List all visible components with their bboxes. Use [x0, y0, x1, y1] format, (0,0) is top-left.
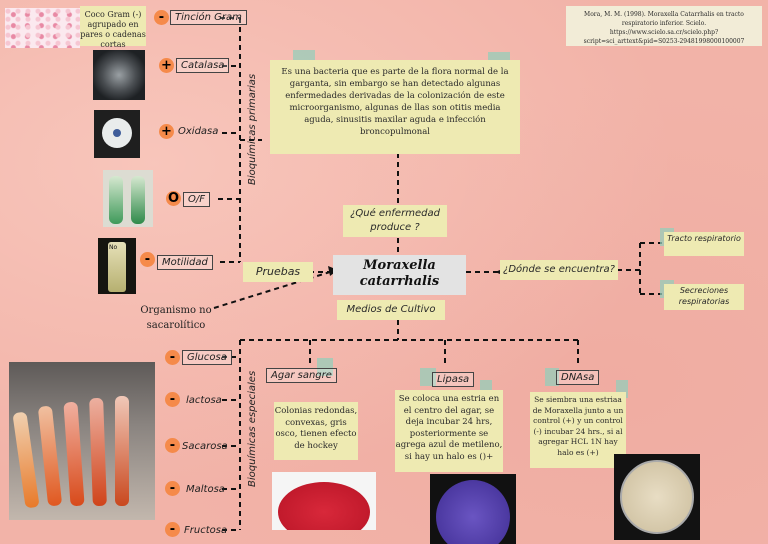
- citation-note: Mora, M. M. (1998). Moraxella Catarrhali…: [566, 6, 762, 46]
- agar-sangre-image: [272, 472, 376, 530]
- test-fructosa: Fructosa: [184, 525, 228, 536]
- gram-stain-image: [5, 8, 80, 48]
- donde-item-1: Secreciones respiratorias: [664, 284, 744, 310]
- test-of: O/F: [183, 192, 210, 207]
- donde-item-0: Tracto respiratorio: [664, 232, 744, 256]
- main-title: Moraxella catarrhalis: [333, 255, 466, 295]
- medio-dnasa: DNAsa: [556, 370, 600, 385]
- test-oxidasa: Oxidasa: [178, 126, 219, 137]
- dnasa-image: [614, 454, 700, 540]
- tape: [545, 368, 559, 386]
- branch-medios: Medios de Cultivo: [337, 300, 445, 320]
- sign-lactosa: -: [165, 392, 180, 407]
- organismo-text: Organismo no sacarolítico: [140, 305, 212, 331]
- medio-agar-sangre: Agar sangre: [266, 368, 337, 383]
- catalasa-image: [93, 50, 145, 100]
- enfermedad-note: Es una bacteria que es parte de la flora…: [270, 60, 520, 154]
- gram-note: Coco Gram (-) agrupado en pares o cadena…: [80, 6, 146, 49]
- motility-tube-image: No: [98, 238, 136, 294]
- sign-oxidasa: +: [159, 124, 174, 139]
- test-maltosa: Maltosa: [186, 484, 225, 495]
- lipasa-image: [430, 474, 516, 544]
- bioquimicas-primarias-label: Bioquímicas primarias: [247, 73, 258, 185]
- sign-sacarosa: -: [165, 438, 180, 453]
- sign-of: O: [166, 191, 181, 206]
- dnasa-note: Se siembra una estriaa de Moraxella junt…: [530, 392, 626, 468]
- sign-catalasa: +: [159, 58, 174, 73]
- sign-motilidad: -: [140, 252, 155, 267]
- tape: [317, 358, 333, 376]
- sign-glucosa: -: [165, 350, 180, 365]
- branch-donde: ¿Dónde se encuentra?: [500, 260, 618, 280]
- bioquimicas-especiales-label: Bioquímicas especiales: [247, 370, 258, 487]
- medio-lipasa: Lipasa: [432, 372, 475, 387]
- test-lactosa: lactosa: [186, 395, 222, 406]
- sign-fructosa: -: [165, 522, 180, 537]
- test-sacarosa: Sacarosa: [182, 441, 228, 452]
- test-tincion-gram: Tinción Gram: [170, 10, 247, 25]
- sign-maltosa: -: [165, 481, 180, 496]
- of-tubes-image: [103, 170, 153, 227]
- agar-sangre-note: Colonias redondas, convexas, gris osco, …: [274, 402, 358, 460]
- test-motilidad: Motilidad: [157, 255, 213, 270]
- test-glucosa: Glucosa: [182, 350, 232, 365]
- branch-pruebas: Pruebas: [243, 262, 313, 282]
- sign-tincion-gram: -: [154, 10, 169, 25]
- branch-enfermedad: ¿Qué enfermedad produce ?: [343, 205, 447, 237]
- sugar-tubes-image: [9, 362, 155, 520]
- oxidasa-image: [94, 110, 140, 158]
- lipasa-note: Se coloca una estria en el centro del ag…: [395, 390, 503, 472]
- test-catalasa: Catalasa: [176, 58, 230, 73]
